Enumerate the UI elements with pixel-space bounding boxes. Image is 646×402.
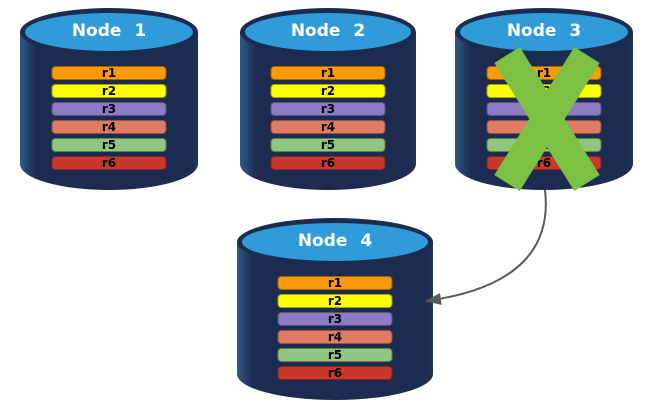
record-bar-r2: r2 <box>51 84 167 98</box>
record-label: r1 <box>320 66 336 80</box>
record-bar-r2: r2 <box>277 294 393 308</box>
record-list: r1 r2 r3 r4 r5 r6 <box>270 66 386 170</box>
record-list: r1 r2 r3 r4 r5 r6 <box>277 276 393 380</box>
cylinder-top <box>455 8 633 56</box>
record-label: r3 <box>320 102 336 116</box>
record-label: r2 <box>320 84 336 98</box>
record-label: r1 <box>536 66 552 80</box>
record-label: r2 <box>101 84 117 98</box>
record-label: r5 <box>327 348 343 362</box>
record-bar-r2: r2 <box>270 84 386 98</box>
node-1: Node 1 r1 r2 r3 r4 r5 r6 <box>20 8 198 190</box>
record-bar-r6: r6 <box>51 156 167 170</box>
record-bar-r1: r1 <box>51 66 167 80</box>
record-bar-r4: r4 <box>277 330 393 344</box>
record-label: r6 <box>536 156 552 170</box>
node-title: Node 1 <box>71 21 147 41</box>
record-label: r1 <box>327 276 343 290</box>
record-label: r6 <box>320 156 336 170</box>
record-bar-r5: r5 <box>270 138 386 152</box>
record-label: r2 <box>327 294 343 308</box>
record-list: r1 r2 r3 r4 r5 r6 <box>51 66 167 170</box>
node-3: Node 3 r1 r2 r3 r4 r5 r6 <box>455 8 633 191</box>
record-bar-r5: r5 <box>51 138 167 152</box>
node-2: Node 2 r1 r2 r3 r4 r5 r6 <box>240 8 416 190</box>
failover-arrow-path <box>425 189 547 305</box>
record-label: r3 <box>327 312 343 326</box>
cylinder-top <box>20 8 198 56</box>
node-title: Node 4 <box>297 231 373 251</box>
record-bar-r5: r5 <box>277 348 393 362</box>
record-bar-r3: r3 <box>270 102 386 116</box>
record-bar-r6: r6 <box>270 156 386 170</box>
record-label: r5 <box>101 138 117 152</box>
record-bar-r6: r6 <box>277 366 393 380</box>
node-4: Node 4 r1 r2 r3 r4 r5 r6 <box>237 218 433 400</box>
record-label: r4 <box>327 330 343 344</box>
record-bar-r4: r4 <box>270 120 386 134</box>
node-title: Node 3 <box>506 21 582 41</box>
record-label: r1 <box>101 66 117 80</box>
record-label: r5 <box>320 138 336 152</box>
cylinder-top <box>237 218 433 266</box>
record-label: r3 <box>101 102 117 116</box>
node-title: Node 2 <box>290 21 366 41</box>
record-label: r6 <box>327 366 343 380</box>
record-bar-r3: r3 <box>277 312 393 326</box>
record-label: r4 <box>101 120 117 134</box>
cylinder-top <box>240 8 416 56</box>
record-bar-r1: r1 <box>277 276 393 290</box>
record-bar-r4: r4 <box>51 120 167 134</box>
failure-x-icon <box>494 47 600 191</box>
record-bar-r1: r1 <box>270 66 386 80</box>
record-label: r6 <box>101 156 117 170</box>
record-label: r4 <box>320 120 336 134</box>
record-bar-r3: r3 <box>51 102 167 116</box>
